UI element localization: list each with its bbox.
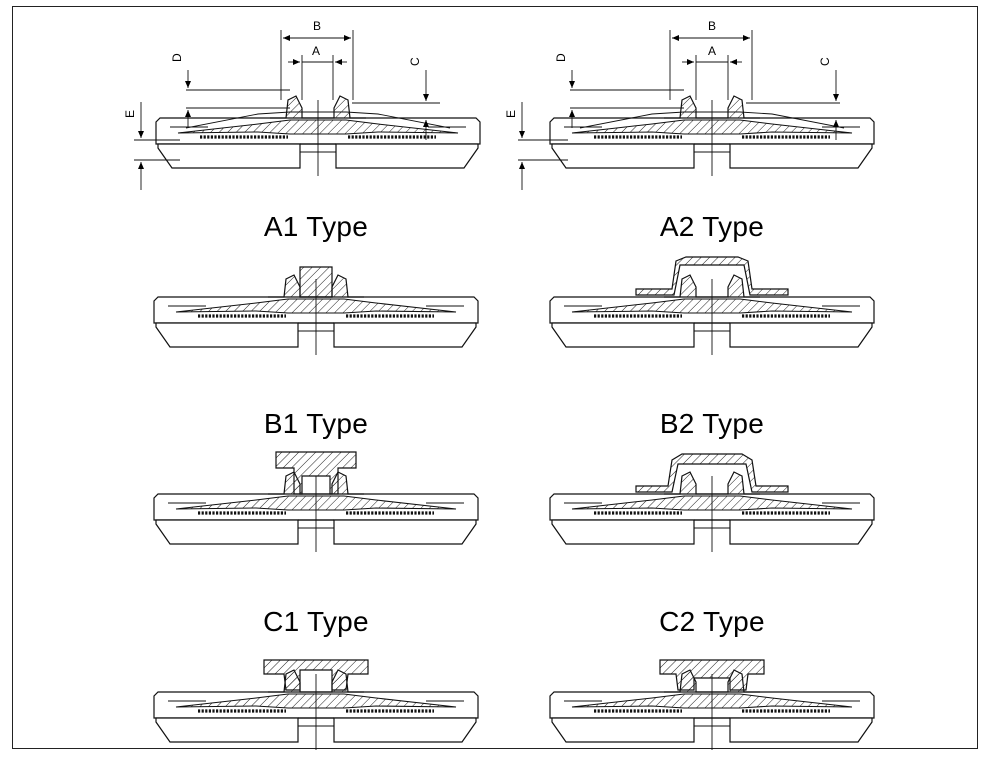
profile-b1: [152, 451, 480, 554]
dim-label-b-right: B: [708, 19, 716, 33]
title-a2-type: A2 Type: [660, 211, 764, 242]
top-right-dimensioned-profile: [548, 95, 876, 178]
dim-label-e-right: E: [504, 110, 518, 118]
profile-a1: [152, 266, 480, 357]
profile-a2: [548, 256, 876, 357]
top-left-dimensioned-profile: [154, 95, 482, 178]
dim-label-a-right: A: [708, 44, 716, 58]
dim-label-d: D: [170, 53, 184, 62]
title-a1-type: A1 Type: [264, 211, 368, 242]
drawing-frame: [12, 6, 978, 749]
dimension-lines-left: [134, 30, 440, 190]
dim-label-c: C: [408, 57, 422, 66]
title-c1-type: C1 Type: [263, 606, 369, 637]
profile-b2: [548, 453, 876, 554]
dim-label-b: B: [313, 19, 321, 33]
dim-label-d-right: D: [554, 53, 568, 62]
profile-c2: [548, 659, 876, 752]
profile-c1: [152, 659, 480, 752]
dim-label-c-right: C: [818, 57, 832, 66]
title-c2-type: C2 Type: [659, 606, 765, 637]
title-b1-type: B1 Type: [264, 408, 368, 439]
dim-label-e: E: [123, 110, 137, 118]
dimension-lines-right: [518, 30, 840, 190]
dim-label-a: A: [312, 44, 320, 58]
title-b2-type: B2 Type: [660, 408, 764, 439]
